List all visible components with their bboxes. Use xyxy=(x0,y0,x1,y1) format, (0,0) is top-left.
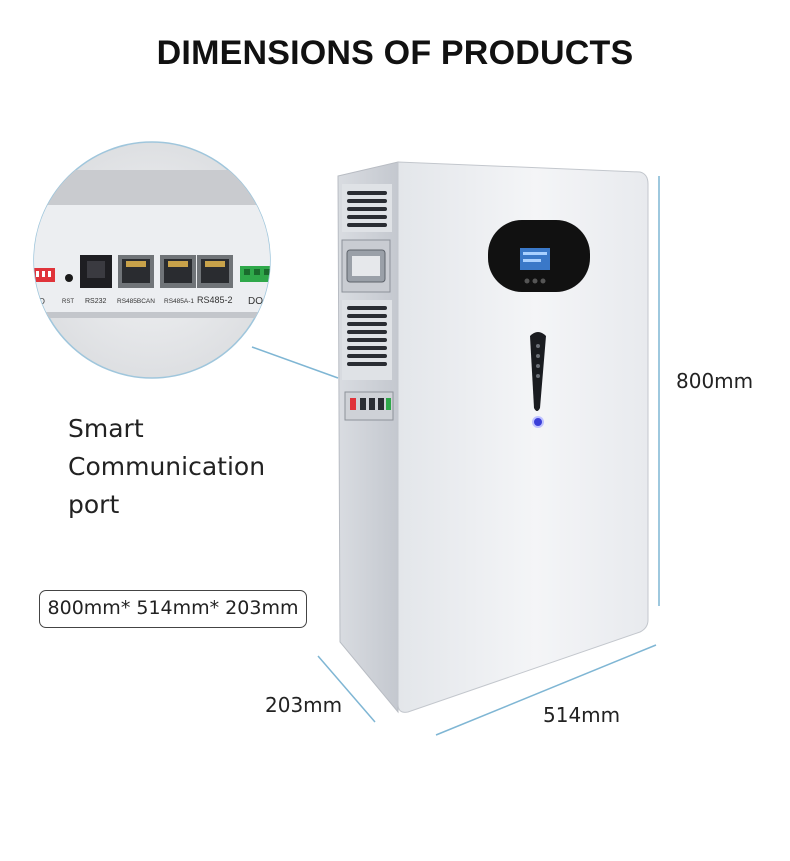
depth-dimension-line xyxy=(317,655,376,723)
cabinet-side xyxy=(337,161,399,714)
width-label: 514mm xyxy=(543,703,621,727)
leader-line xyxy=(251,346,339,379)
caption-line-1: Smart xyxy=(68,414,144,443)
port-zoom-circle: ADD RST RS232 RS485BCAN RS485A-1 RS485-2… xyxy=(33,141,271,379)
depth-label: 203mm xyxy=(265,693,343,717)
lower-vent xyxy=(342,300,392,380)
port-rs485can xyxy=(118,255,154,288)
height-label: 800mm xyxy=(676,369,754,393)
port-do xyxy=(240,266,270,282)
side-port-strip xyxy=(344,391,394,421)
display-panel xyxy=(488,220,590,292)
port-rs485-2 xyxy=(197,255,233,288)
led-indicator xyxy=(530,332,546,411)
handle xyxy=(341,239,391,293)
caption-line-3: port xyxy=(68,490,120,519)
communication-port-caption: Smart Communication port xyxy=(68,410,265,524)
cabinet-front xyxy=(397,161,649,713)
page-title: DIMENSIONS OF PRODUCTS xyxy=(156,34,634,72)
reset-button xyxy=(65,274,73,282)
label-rs485-2: RS485-2 xyxy=(197,295,233,305)
label-rs232: RS232 xyxy=(85,298,107,305)
label-rs485-1: RS485A-1 xyxy=(164,298,194,305)
power-button xyxy=(532,416,544,428)
caption-line-2: Communication xyxy=(68,452,266,481)
port-rs485-1 xyxy=(160,255,196,288)
dimensions-summary-box: 800mm* 514mm* 203mm xyxy=(39,590,307,628)
label-do: DO xyxy=(248,296,263,307)
label-rs485can: RS485BCAN xyxy=(117,298,155,305)
width-dimension-line xyxy=(435,644,657,736)
top-vent xyxy=(342,184,392,232)
dip-switch xyxy=(34,268,55,282)
label-rst: RST xyxy=(62,299,74,305)
